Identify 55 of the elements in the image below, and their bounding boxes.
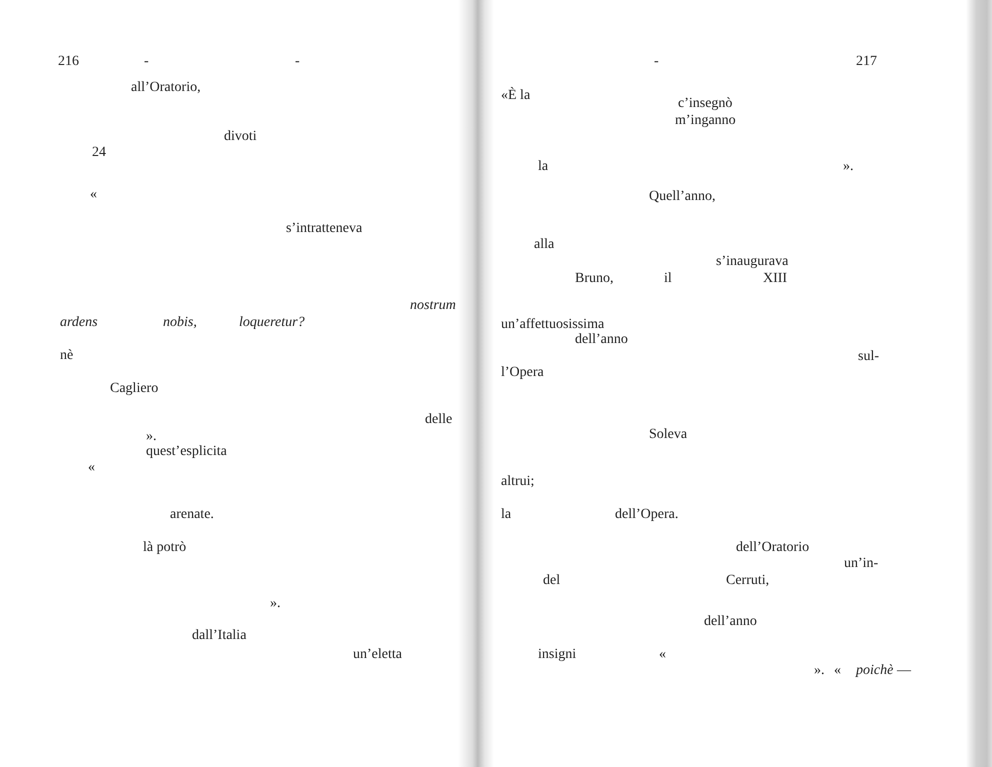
text-fragment: sul- [858, 349, 879, 365]
text-fragment: arenate. [170, 507, 214, 523]
text-fragment: là potrò [143, 540, 186, 556]
punctuation-mark: « [659, 647, 666, 663]
text-fragment: Quell’anno, [649, 189, 716, 205]
text-fragment: nobis, [163, 315, 197, 331]
punctuation-mark: « [90, 187, 97, 203]
text-fragment: dall’Italia [192, 628, 246, 644]
text-fragment: quest’esplicita [146, 444, 227, 460]
text-fragment: la [501, 507, 512, 523]
text-fragment: Cerruti, [726, 573, 770, 589]
text-fragment: loqueretur? [239, 315, 305, 331]
punctuation-mark: - [295, 54, 300, 70]
text-fragment: s’inaugurava [716, 254, 788, 270]
footnote-number: 24 [92, 145, 106, 161]
text-fragment: un’in- [844, 556, 878, 572]
page-number: 216 [58, 54, 79, 70]
punctuation-mark: - [144, 54, 149, 70]
text-fragment: Bruno, [575, 271, 614, 287]
text-fragment: all’Oratorio, [131, 80, 201, 96]
punctuation-mark: « [88, 460, 95, 476]
text-fragment: dell’Opera. [615, 507, 678, 523]
text-fragment: l’Opera [501, 365, 544, 381]
punctuation-mark: ». [814, 663, 824, 679]
text-fragment: c’insegnò [678, 96, 732, 112]
text-fragment: s’intratteneva [286, 221, 362, 237]
text-fragment: delle [425, 412, 452, 428]
text-fragment: divoti [224, 129, 257, 145]
text-fragment: nostrum [410, 298, 456, 314]
punctuation-mark: « [834, 663, 841, 679]
text-fragment: XIII [763, 271, 788, 287]
text-fragment: m’inganno [675, 113, 736, 129]
text-fragment: alla [534, 237, 554, 253]
punctuation-mark: ». [843, 159, 854, 175]
punctuation-mark: — [897, 663, 911, 679]
text-fragment: dell’anno [575, 332, 628, 348]
text-fragment: insigni [538, 647, 576, 663]
text-fragment: Soleva [649, 427, 688, 443]
text-fragment: un’eletta [353, 647, 402, 663]
text-fragment: Cagliero [110, 381, 158, 397]
text-fragment: poichè [856, 663, 894, 679]
text-fragment: la [538, 159, 548, 175]
text-fragment: un’affettuosissima [501, 317, 604, 333]
text-fragment: ardens [60, 315, 98, 331]
text-fragment: nè [60, 348, 74, 364]
text-fragment: dell’anno [704, 614, 757, 630]
text-fragment: dell’Oratorio [736, 540, 810, 556]
punctuation-mark: - [654, 54, 659, 70]
punctuation-mark: ». [146, 429, 156, 445]
text-fragment: altrui; [501, 474, 534, 490]
text-fragment: «È la [501, 88, 530, 104]
page-number: 217 [856, 54, 877, 70]
punctuation-mark: ». [270, 596, 280, 612]
text-fragment: il [664, 271, 672, 287]
text-fragment: del [543, 573, 560, 589]
